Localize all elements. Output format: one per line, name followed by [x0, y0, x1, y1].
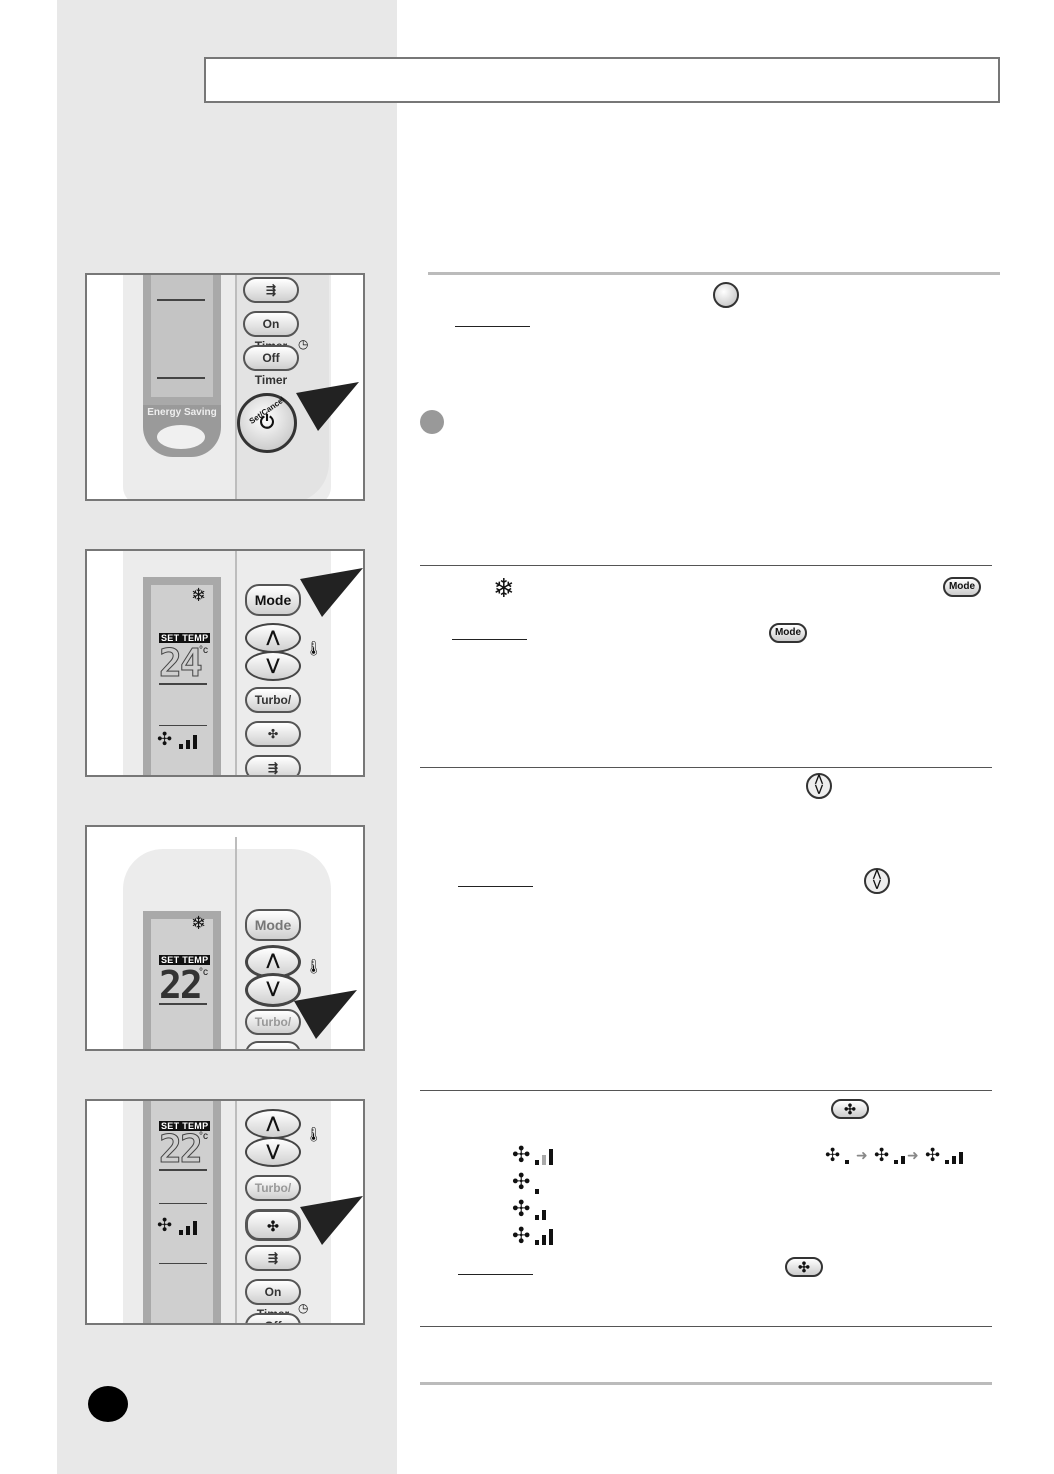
mode-button[interactable]: Mode [245, 584, 301, 616]
swing-button[interactable] [245, 1041, 301, 1051]
fan-speed-button[interactable]: ✣ [245, 721, 301, 747]
section-rule [420, 767, 992, 768]
lcd-line [159, 725, 207, 726]
lcd-line [159, 1169, 207, 1171]
lcd-screen [143, 273, 221, 405]
fan-speed-button-icon: ✣ [831, 1099, 869, 1119]
fan-icon-cycle-medium: ✣ [874, 1145, 889, 1166]
energy-saving-label: Energy Saving [147, 407, 217, 418]
lcd-temperature: 24 [159, 641, 201, 685]
cool-mode-icon: ❄ [191, 585, 206, 606]
fan-bars-cycle-medium [894, 1152, 905, 1164]
section-rule-top [428, 272, 1000, 275]
off-timer-button[interactable]: Off Timer [243, 345, 299, 371]
illustration-panel-fan-speed: SET TEMP 22 °c ✣ ⋀ ⋁ 🌡 Turbo/ ✣ ⇶ On Tim… [85, 1099, 365, 1325]
lcd-unit: °c [199, 645, 208, 656]
off-timer-button[interactable]: Off Timer [245, 1313, 301, 1325]
note-underline [458, 1274, 533, 1275]
fan-icon-cycle-high: ✣ [925, 1145, 940, 1166]
fan-bars-low [535, 1178, 539, 1194]
illustration-panel-temperature: ❄ SET TEMP 22 °c Mode ⋀ ⋁ 🌡 Turbo/ [85, 825, 365, 1051]
energy-saving-button[interactable] [157, 425, 205, 449]
swing-button[interactable]: ⇶ [245, 1245, 301, 1271]
lcd-temperature: 22 [159, 963, 201, 1007]
fan-icon-high: ✣ [512, 1224, 530, 1249]
fan-bars-auto [535, 1149, 553, 1165]
lcd-unit: °c [199, 967, 208, 978]
note-underline [458, 886, 533, 887]
fan-bars-cycle-low [845, 1152, 849, 1164]
lcd-unit: °c [199, 1131, 208, 1142]
section-rule-bottom [420, 1382, 992, 1385]
turbo-button[interactable]: Turbo/ [245, 687, 301, 713]
set-cancel-button[interactable]: Set/Cancel ⏻ [237, 393, 297, 453]
thermometer-icon: 🌡 [305, 1127, 323, 1143]
section-rule [420, 565, 992, 566]
mode-button-icon: Mode [769, 623, 807, 643]
fan-bars-medium [535, 1204, 546, 1220]
turbo-button[interactable]: Turbo/ [245, 1009, 301, 1035]
mode-button[interactable]: Mode [245, 909, 301, 941]
thermometer-icon: 🌡 [305, 959, 323, 975]
lcd-line [159, 683, 207, 685]
section-rule [420, 1090, 992, 1091]
arrow-right-icon: ➜ [907, 1148, 919, 1164]
swing-button[interactable]: ⇶ [243, 277, 299, 303]
mode-button-icon: Mode [943, 577, 981, 597]
temperature-buttons-icon: ⋀⋁ [806, 773, 832, 799]
fan-icon-medium: ✣ [512, 1197, 530, 1222]
clock-icon: ◷ [298, 1301, 308, 1315]
note-underline [455, 326, 530, 327]
lcd-temperature: 22 [159, 1127, 201, 1171]
temp-up-button[interactable]: ⋀ [245, 623, 301, 653]
set-cancel-icon [713, 282, 739, 308]
note-underline [452, 639, 527, 640]
arrow-right-icon: ➜ [856, 1148, 868, 1164]
section-rule [420, 1326, 992, 1327]
page-title-box [204, 57, 1000, 103]
swing-button[interactable]: ⇶ [245, 755, 301, 777]
fan-icon-low: ✣ [512, 1170, 530, 1195]
page-number-badge [88, 1386, 128, 1422]
thermometer-icon: 🌡 [305, 641, 323, 657]
fan-speed-button[interactable]: ✣ [245, 1209, 301, 1241]
fan-speed-bars [179, 735, 197, 749]
lcd-line [159, 1203, 207, 1204]
lcd-line [159, 1003, 207, 1005]
temp-down-button[interactable]: ⋁ [245, 973, 301, 1007]
remote-seam [235, 837, 237, 1051]
temperature-buttons-icon: ⋀⋁ [864, 868, 890, 894]
fan-icon-cycle-low: ✣ [825, 1145, 840, 1166]
on-timer-button[interactable]: On Timer [245, 1279, 301, 1305]
clock-icon: ◷ [298, 337, 308, 351]
temp-up-button[interactable]: ⋀ [245, 1109, 301, 1139]
fan-bars-cycle-high [945, 1152, 963, 1164]
lcd-line [159, 1263, 207, 1264]
illustration-panel-mode: ❄ SET TEMP 24 °c ✣ Mode ⋀ ⋁ 🌡 Turbo/ ✣ ⇶ [85, 549, 365, 777]
bullet-dot [420, 410, 444, 434]
lcd-line [157, 377, 205, 379]
fan-icon-auto: ✣ [512, 1143, 530, 1168]
temp-down-button[interactable]: ⋁ [245, 1137, 301, 1167]
turbo-button[interactable]: Turbo/ [245, 1175, 301, 1201]
fan-bars-high [535, 1229, 553, 1245]
on-timer-button[interactable]: On Timer [243, 311, 299, 337]
cool-mode-icon: ❄ [493, 574, 515, 604]
lcd-line [157, 299, 205, 301]
temp-down-button[interactable]: ⋁ [245, 651, 301, 681]
fan-icon: ✣ [157, 729, 172, 750]
remote-seam [235, 1101, 237, 1325]
remote-seam [235, 551, 237, 777]
cool-mode-icon: ❄ [191, 913, 206, 934]
fan-speed-bars [179, 1221, 197, 1235]
illustration-panel-set-cancel: Energy Saving ⇶ On Timer Off Timer ◷ Set… [85, 273, 365, 501]
fan-icon: ✣ [157, 1215, 172, 1236]
fan-speed-button-icon: ✣ [785, 1257, 823, 1277]
